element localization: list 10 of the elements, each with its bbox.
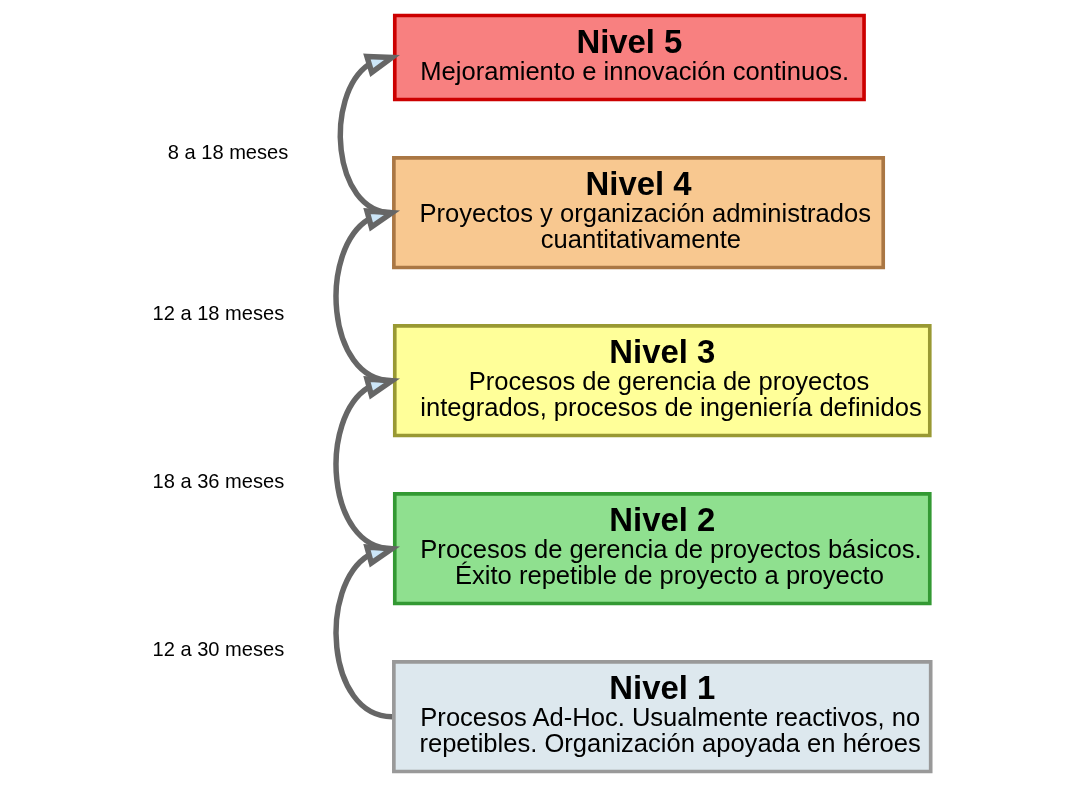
- node-box: Nivel 4 Proyectos y organización administrados cuantitativamente: [391, 156, 885, 270]
- edge-label: 18 a 36 meses: [152, 470, 284, 493]
- node-box: Nivel 2 Procesos de gerencia de proyectos básicos. Éxito repetible de proyecto a proyecto: [392, 492, 932, 606]
- edge-label: 12 a 18 meses: [152, 302, 284, 325]
- edge-label: 8 a 18 meses: [167, 141, 288, 164]
- node-box: Nivel 1 Procesos Ad-Hoc. Usualmente reactivos, no repetibles. Organización apoyada en héroes: [391, 660, 933, 774]
- node-box: Nivel 5 Mejoramiento e innovación continuos.: [392, 13, 866, 102]
- arrow: [337, 53, 400, 216]
- edge-label: 12 a 30 meses: [152, 638, 284, 661]
- node-box: Nivel 3 Procesos de gerencia de proyectos integrados, procesos de ingeniería definidos: [392, 324, 932, 438]
